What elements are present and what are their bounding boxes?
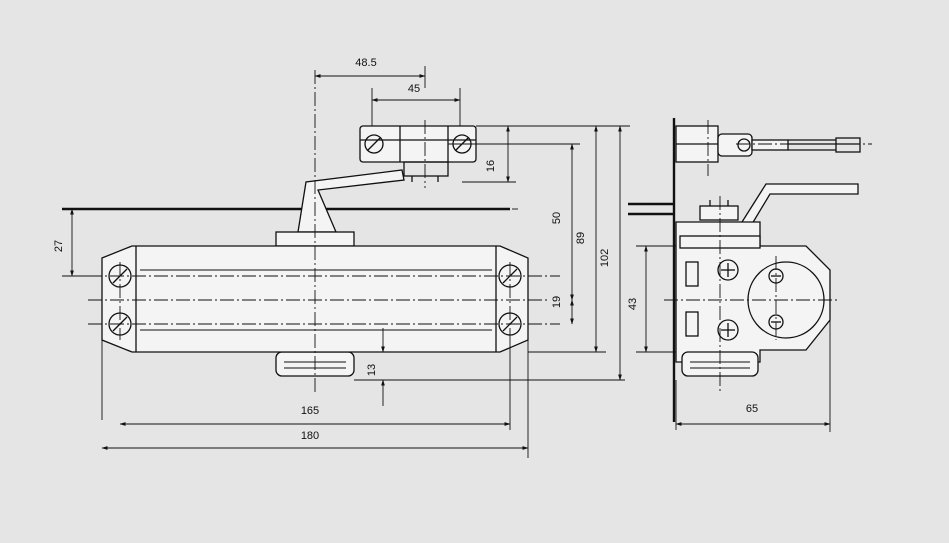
svg-text:48.5: 48.5 <box>355 57 376 69</box>
extension-lines-side <box>636 245 831 432</box>
dim-19: 19 <box>551 296 574 325</box>
dim-43: 43 <box>627 245 648 353</box>
dim-180: 180 <box>101 430 529 450</box>
dim-27: 27 <box>53 208 102 277</box>
svg-text:65: 65 <box>746 403 758 415</box>
svg-text:45: 45 <box>408 83 420 95</box>
dim-65: 65 <box>675 403 831 426</box>
dim-50: 50 <box>551 143 574 301</box>
bracket-screw-left <box>364 134 384 154</box>
svg-text:16: 16 <box>485 160 497 172</box>
svg-text:19: 19 <box>551 296 563 308</box>
extension-lines-front <box>101 66 630 458</box>
arm-end <box>835 137 861 153</box>
front-view <box>62 70 560 395</box>
svg-text:50: 50 <box>551 212 563 224</box>
svg-text:13: 13 <box>366 364 378 376</box>
side-screw-bottom <box>717 319 739 341</box>
dim-13: 13 <box>366 328 385 406</box>
arm-shoe-bracket <box>359 125 477 182</box>
side-view <box>628 118 872 422</box>
svg-text:89: 89 <box>575 232 587 244</box>
svg-text:180: 180 <box>301 430 319 442</box>
svg-text:102: 102 <box>599 249 611 267</box>
svg-text:165: 165 <box>301 405 319 417</box>
dim-102: 102 <box>599 125 622 381</box>
dim-45: 45 <box>371 83 461 102</box>
dim-89: 89 <box>575 125 598 353</box>
side-screw-top <box>717 259 739 281</box>
dim-165: 165 <box>119 405 511 426</box>
svg-text:43: 43 <box>627 298 639 310</box>
dim-16: 16 <box>485 125 510 183</box>
dim-48-5: 48.5 <box>314 57 426 78</box>
closer-arm <box>297 169 405 233</box>
side-arm <box>740 183 859 225</box>
svg-text:27: 27 <box>53 240 65 252</box>
